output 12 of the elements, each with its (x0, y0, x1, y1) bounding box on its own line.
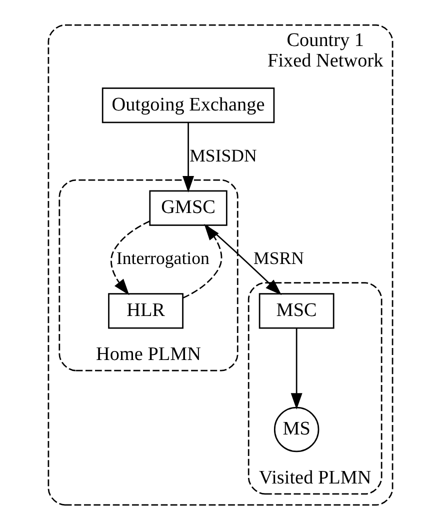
node-box: MSC (258, 293, 334, 329)
arrow (110, 220, 150, 296)
arrow (182, 224, 222, 299)
node-box: HLR (108, 293, 184, 329)
arrow (290, 328, 302, 410)
edge-label: MSRN (254, 248, 304, 268)
arrow (182, 122, 194, 192)
edge-label: MSISDN (190, 145, 257, 166)
edge-label: Interrogation (116, 248, 210, 268)
node-box: Outgoing Exchange (102, 87, 275, 124)
node-box: GMSC (149, 190, 228, 226)
node-circle: MS (274, 406, 320, 452)
